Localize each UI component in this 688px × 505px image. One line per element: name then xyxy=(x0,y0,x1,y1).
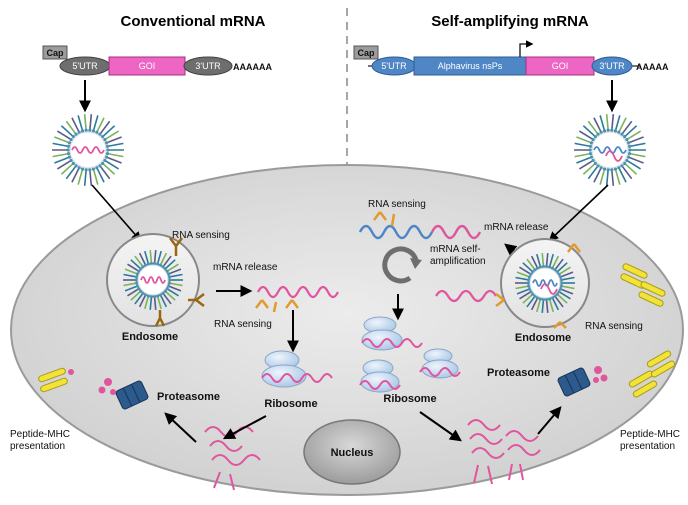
right-arrow-ribosome-to-protein xyxy=(419,411,462,442)
left-title: Conventional mRNA xyxy=(120,13,265,30)
left-mrna-release-label: mRNA release xyxy=(213,262,278,273)
left-utr5-label: 5'UTR xyxy=(72,61,98,71)
right-arrow-lnp-to-endosome xyxy=(548,184,609,242)
left-peptide-mhc-line2: presentation xyxy=(10,441,65,452)
right-utr3 xyxy=(591,56,633,76)
right-mhc-molecules xyxy=(620,263,676,398)
left-polya: AAAAAA xyxy=(233,62,272,72)
right-cytosolic-sensors xyxy=(373,211,396,227)
nucleus xyxy=(303,419,401,485)
left-cap-label: Cap xyxy=(46,48,64,58)
right-cap-box xyxy=(353,45,379,60)
right-lipid-nanoparticle xyxy=(574,114,646,186)
right-rna-sensing-label: RNA sensing xyxy=(368,199,426,210)
right-self-amp-line2: amplification xyxy=(430,256,486,267)
right-peptide-mhc-line2: presentation xyxy=(620,441,675,452)
right-title: Self-amplifying mRNA xyxy=(431,13,589,30)
left-peptide-fragments xyxy=(98,378,116,395)
self-amplification-cycle-arrow xyxy=(382,246,419,284)
right-ribosome-label: Ribosome xyxy=(383,393,436,405)
right-self-amp-line1: mRNA self- xyxy=(430,244,481,255)
left-cap-box xyxy=(42,45,68,60)
right-proteasome-label: Proteasome xyxy=(487,367,550,379)
right-nsps-rna xyxy=(358,224,434,240)
left-ribosome xyxy=(261,350,333,388)
left-proteasome-label: Proteasome xyxy=(157,391,220,403)
left-rna-sensing-2-label: RNA sensing xyxy=(214,319,272,330)
left-arrow-ribosome-to-protein xyxy=(222,415,267,440)
right-mrna-release-label: mRNA release xyxy=(484,222,549,233)
right-cap-label: Cap xyxy=(357,48,375,58)
left-released-mrna xyxy=(257,285,339,299)
right-rna-sensing-2-label: RNA sensing xyxy=(585,321,643,332)
right-utr5-label: 5'UTR xyxy=(381,61,407,71)
right-construct: Cap 5'UTR Alphavirus nsPs GOI 3'UTR AAAA… xyxy=(353,40,669,76)
self-amplification-arrowhead xyxy=(410,258,422,269)
right-nsps-label: Alphavirus nsPs xyxy=(438,61,503,71)
left-endosome-label: Endosome xyxy=(122,331,178,343)
right-goi-label: GOI xyxy=(552,61,569,71)
left-rna-sensing-label: RNA sensing xyxy=(172,230,230,241)
right-peptide-fragments xyxy=(593,366,608,383)
left-endosome-receptors xyxy=(154,237,205,327)
right-proteins xyxy=(467,419,541,485)
right-goi-rna xyxy=(430,224,482,240)
right-polya: AAAAA xyxy=(636,62,669,72)
left-arrow-protein-to-proteasome xyxy=(164,412,197,443)
right-ribosomes xyxy=(359,316,461,393)
left-proteasome xyxy=(115,380,149,410)
left-endosome-lnp xyxy=(123,250,183,310)
left-construct: Cap 5'UTR GOI 3'UTR AAAAAA xyxy=(42,45,272,76)
left-peptide-mhc-line1: Peptide-MHC xyxy=(10,429,70,440)
right-utr3-label: 3'UTR xyxy=(599,61,625,71)
right-arrow-protein-to-proteasome xyxy=(537,406,562,435)
right-proteasome xyxy=(557,367,591,397)
left-mhc-molecule xyxy=(38,367,74,393)
left-ribosome-label: Ribosome xyxy=(264,398,317,410)
left-lipid-nanoparticle xyxy=(52,114,124,186)
left-utr3-label: 3'UTR xyxy=(195,61,221,71)
right-peptide-mhc-line1: Peptide-MHC xyxy=(620,429,680,440)
left-goi-label: GOI xyxy=(139,61,156,71)
nucleus-label: Nucleus xyxy=(331,447,374,459)
subgenomic-promoter-arrow xyxy=(519,40,534,57)
left-arrow-lnp-to-endosome xyxy=(91,184,142,242)
right-endosome-receptors xyxy=(495,243,581,329)
right-endosome-lnp xyxy=(515,253,575,313)
right-released-mrna xyxy=(435,289,497,303)
left-cytosolic-sensors xyxy=(255,299,299,313)
right-endosome-label: Endosome xyxy=(515,332,571,344)
left-utr3 xyxy=(183,56,233,76)
